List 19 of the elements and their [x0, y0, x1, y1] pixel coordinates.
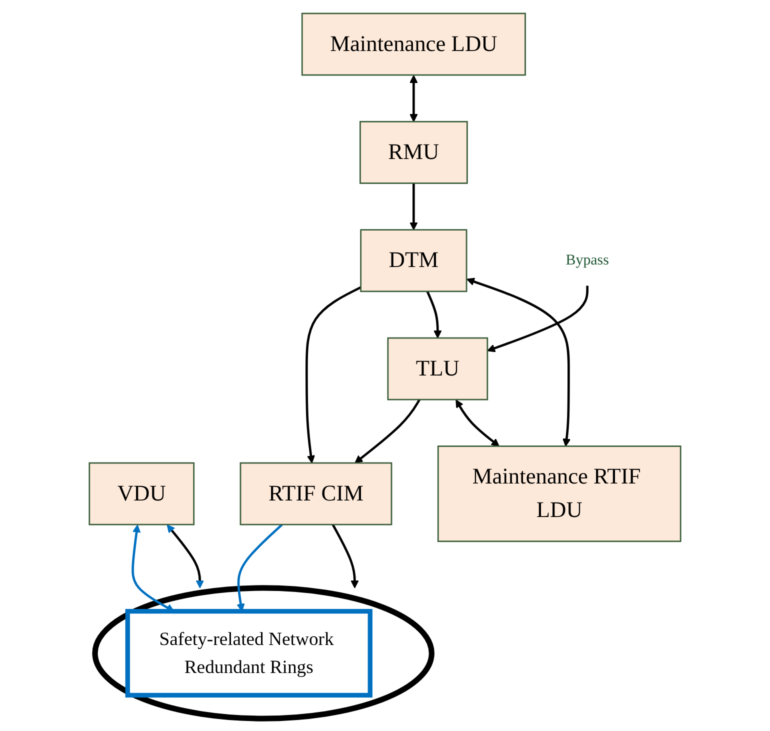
- node-box: Maintenance LDU: [301, 12, 526, 76]
- arrow: [426, 290, 442, 338]
- arrow: [410, 74, 418, 122]
- node-box: Maintenance RTIF LDU: [437, 445, 682, 542]
- arrow: [456, 399, 500, 446]
- arrow: [487, 285, 588, 352]
- node-box: TLU: [387, 336, 488, 400]
- arrow: [410, 182, 418, 230]
- node-box: DTM: [360, 228, 468, 292]
- node-box: Safety-related Network Redundant Rings: [125, 608, 372, 698]
- arrow: [354, 398, 421, 463]
- node-box: RMU: [360, 120, 468, 184]
- node-text: Bypass: [566, 252, 609, 268]
- node-box: RTIF CIM: [240, 462, 392, 525]
- arrow: [166, 524, 204, 588]
- arrow: [332, 524, 359, 588]
- arrow: [306, 286, 362, 463]
- arrow: [466, 277, 571, 446]
- node-box: VDU: [88, 462, 195, 525]
